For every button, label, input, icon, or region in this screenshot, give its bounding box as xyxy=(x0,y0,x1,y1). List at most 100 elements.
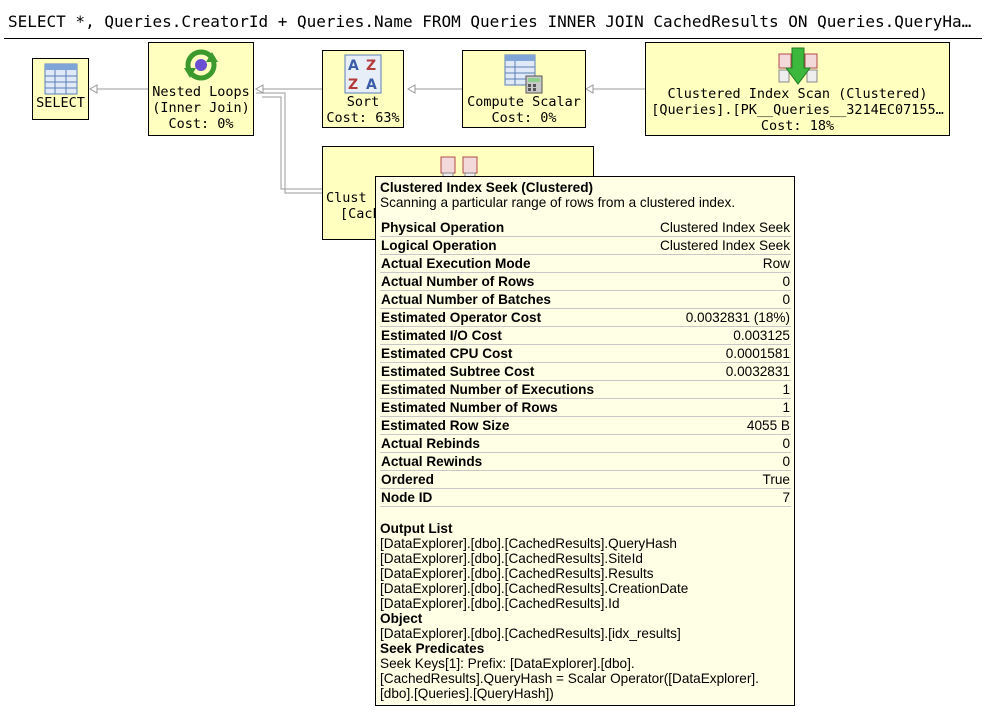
property-name: Ordered xyxy=(380,470,635,489)
node-cost: Cost: 0% xyxy=(491,110,557,126)
object-name: [DataExplorer].[dbo].[CachedResults].[id… xyxy=(380,626,681,641)
property-name: Logical Operation xyxy=(380,236,635,255)
operator-tooltip: Clustered Index Seek (Clustered) Scannin… xyxy=(375,176,795,706)
node-label: Sort xyxy=(346,94,380,110)
property-value: 0.003125 xyxy=(634,326,791,345)
property-value: Row xyxy=(634,254,791,273)
arrow-seek-to-nested-2 xyxy=(262,96,322,190)
property-name: Actual Execution Mode xyxy=(380,254,635,273)
node-cost: Cost: 18% xyxy=(760,118,835,134)
object-list: [DataExplorer].[dbo].[CachedResults].[id… xyxy=(380,626,790,641)
property-name: Estimated CPU Cost xyxy=(380,344,635,363)
seek-predicates-heading: Seek Predicates xyxy=(380,641,485,656)
output-list: [DataExplorer].[dbo].[CachedResults].Que… xyxy=(380,536,790,611)
property-name: Actual Number of Batches xyxy=(380,290,635,309)
seek-predicate-line: [CachedResults].QueryHash = Scalar Opera… xyxy=(380,671,759,686)
output-list-heading: Output List xyxy=(380,521,453,536)
svg-text:A: A xyxy=(348,58,359,74)
property-name: Actual Rebinds xyxy=(380,434,635,453)
property-name: Actual Number of Rows xyxy=(380,272,635,291)
arrowhead-compute xyxy=(584,84,594,94)
property-value: 0 xyxy=(634,434,791,453)
output-column: [DataExplorer].[dbo].[CachedResults].Sit… xyxy=(380,551,643,566)
output-column: [DataExplorer].[dbo].[CachedResults].Res… xyxy=(380,566,654,581)
node-label: Clust xyxy=(326,190,367,206)
output-column: [DataExplorer].[dbo].[CachedResults].Cre… xyxy=(380,581,689,596)
plan-node-sort[interactable]: A Z Z A Sort Cost: 63% xyxy=(322,50,404,128)
property-name: Actual Rewinds xyxy=(380,452,635,471)
compute-scalar-icon xyxy=(504,54,543,94)
property-name: Node ID xyxy=(380,488,635,507)
property-name: Estimated I/O Cost xyxy=(380,326,635,345)
node-label: Nested Loops xyxy=(152,84,250,100)
property-value: 7 xyxy=(634,488,791,507)
node-label: Compute Scalar xyxy=(467,94,581,110)
nested-loops-icon xyxy=(184,49,218,81)
property-value: 1 xyxy=(634,398,791,417)
property-value: 0 xyxy=(634,272,791,291)
arrow-seek-to-nested xyxy=(256,92,322,194)
node-cost: Cost: 63% xyxy=(326,110,400,126)
property-value: 0 xyxy=(634,290,791,309)
query-divider xyxy=(4,38,982,39)
seek-predicate-line: [dbo].[Queries].[QueryHash]) xyxy=(380,686,554,701)
node-sublabel: (Inner Join) xyxy=(152,100,250,116)
seek-predicate-line: Seek Keys[1]: Prefix: [DataExplorer].[db… xyxy=(380,656,635,671)
plan-node-clustered-index-scan[interactable]: Clustered Index Scan (Clustered) [Querie… xyxy=(645,42,950,136)
property-value: 0.0032831 (18%) xyxy=(634,308,791,327)
svg-text:Z: Z xyxy=(348,77,358,93)
property-value: 0 xyxy=(634,452,791,471)
sort-az-icon: A Z Z A xyxy=(344,54,382,94)
object-heading: Object xyxy=(380,611,423,626)
svg-text:Z: Z xyxy=(366,58,376,74)
property-value: Clustered Index Seek xyxy=(634,236,791,255)
node-cost: Cost: 0% xyxy=(168,116,234,132)
tooltip-description: Scanning a particular range of rows from… xyxy=(380,195,736,210)
tooltip-title: Clustered Index Seek (Clustered) xyxy=(380,180,594,195)
property-name: Estimated Operator Cost xyxy=(380,308,635,327)
svg-text:A: A xyxy=(366,77,377,93)
plan-node-nested-loops[interactable]: Nested Loops (Inner Join) Cost: 0% xyxy=(148,42,254,136)
property-name: Physical Operation xyxy=(380,219,635,237)
property-name: Estimated Number of Executions xyxy=(380,380,635,399)
arrowhead-select xyxy=(88,84,98,94)
select-table-icon xyxy=(44,63,77,95)
arrowhead-sort xyxy=(406,84,416,94)
property-name: Estimated Subtree Cost xyxy=(380,362,635,381)
plan-node-select[interactable]: SELECT xyxy=(32,58,89,120)
output-column: [DataExplorer].[dbo].[CachedResults].Que… xyxy=(380,536,677,551)
property-name: Estimated Number of Rows xyxy=(380,398,635,417)
property-value: 4055 B xyxy=(634,416,791,435)
property-value: True xyxy=(634,470,791,489)
node-label: SELECT xyxy=(36,95,85,111)
node-sublabel: [Queries].[PK__Queries__3214EC07155… xyxy=(651,102,944,118)
property-name: Estimated Row Size xyxy=(380,416,635,435)
seek-predicates-list: Seek Keys[1]: Prefix: [DataExplorer].[db… xyxy=(380,656,790,701)
plan-node-compute-scalar[interactable]: Compute Scalar Cost: 0% xyxy=(462,50,586,128)
property-value: Clustered Index Seek xyxy=(634,219,791,237)
arrowhead-nested xyxy=(254,84,264,94)
property-value: 1 xyxy=(634,380,791,399)
node-label: Clustered Index Scan (Clustered) xyxy=(667,86,928,102)
property-value: 0.0001581 xyxy=(634,344,791,363)
output-column: [DataExplorer].[dbo].[CachedResults].Id xyxy=(380,596,620,611)
property-value: 0.0032831 xyxy=(634,362,791,381)
